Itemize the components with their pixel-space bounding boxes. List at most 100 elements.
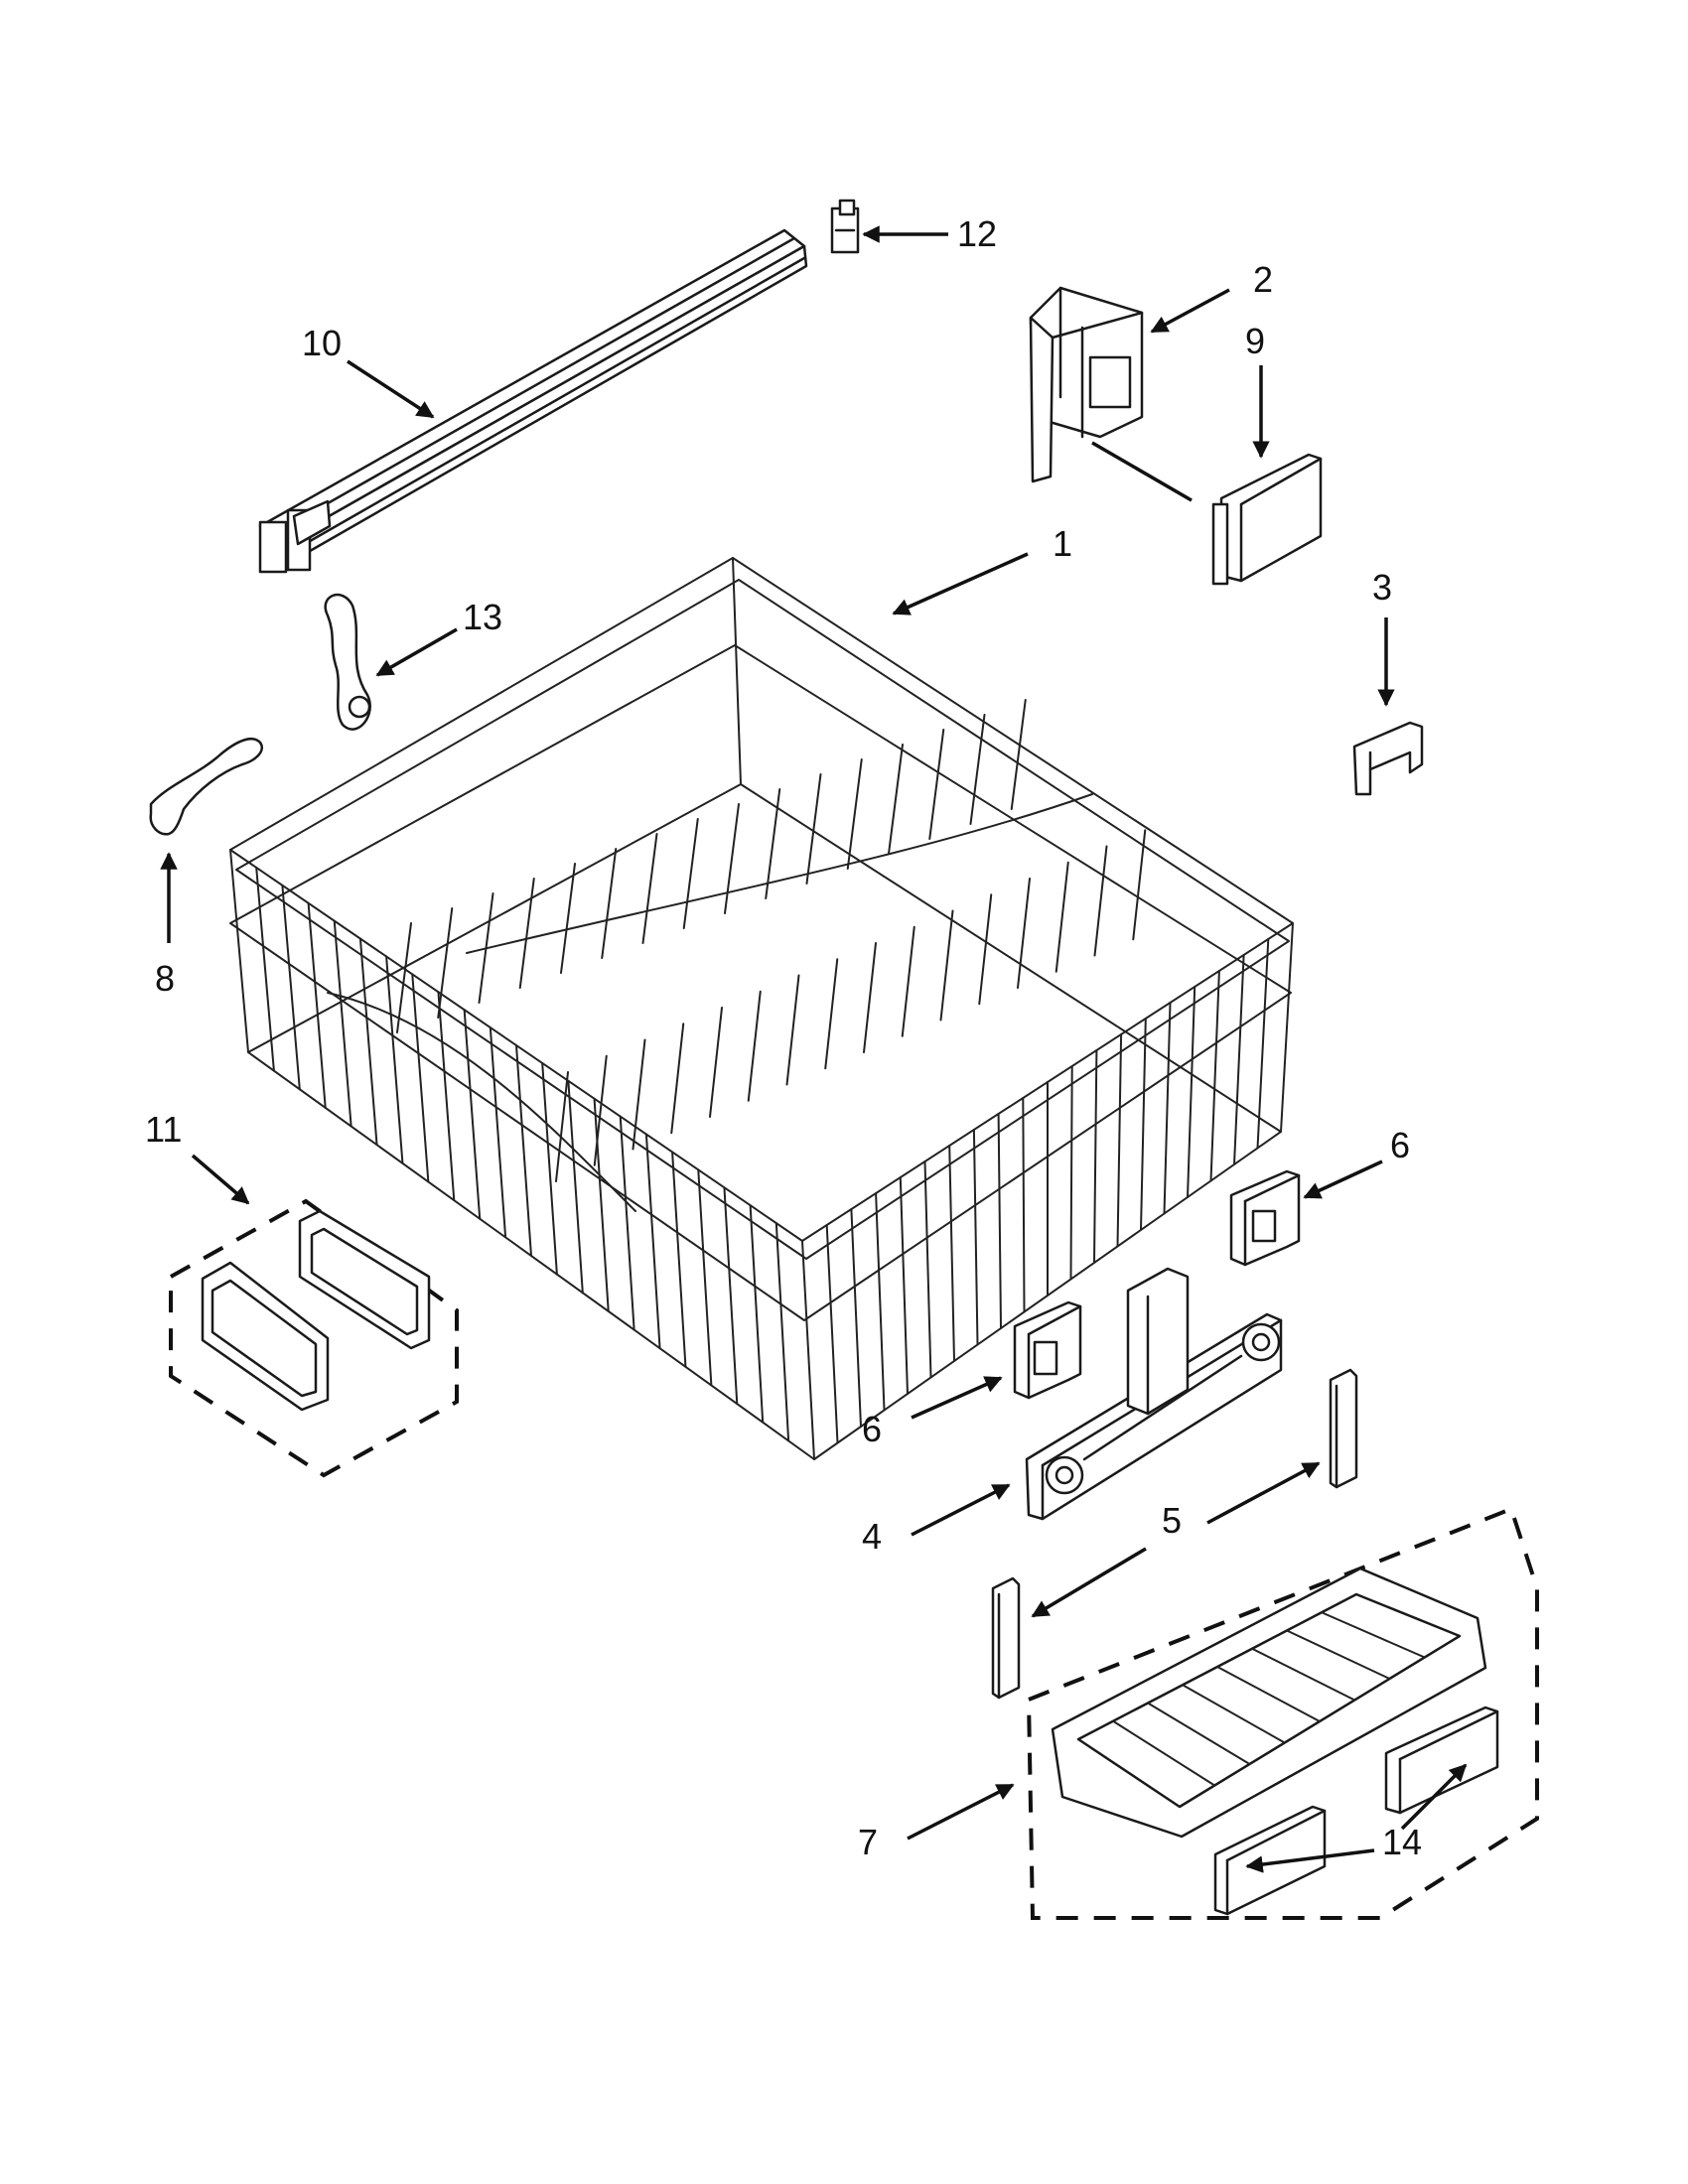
- shelf-rib: [1147, 1702, 1251, 1765]
- shelf-rib: [1182, 1684, 1286, 1744]
- rack-wire-front: [437, 991, 456, 1202]
- rack-tine: [632, 1038, 646, 1151]
- rack-tine: [1010, 699, 1027, 810]
- part-5-post-left: [991, 1576, 1021, 1700]
- rack-tine: [846, 758, 863, 870]
- callout-labels: 1 2 3 4 5 6 6 7 8 9 10 11 12 13 14: [145, 213, 1422, 1862]
- rack-wire-front: [723, 1186, 739, 1406]
- rack-tine: [939, 909, 954, 1022]
- rack-wire-side: [899, 1176, 909, 1395]
- rack-wire-front: [697, 1168, 713, 1387]
- callout-5: 5: [1162, 1500, 1182, 1541]
- rack-tine: [785, 974, 800, 1086]
- leader-1: [892, 552, 1029, 615]
- part-3-clip: [1352, 721, 1424, 796]
- callout-9: 9: [1245, 321, 1265, 361]
- callout-8: 8: [155, 958, 175, 999]
- part-14-clip-lower: [1213, 1805, 1327, 1916]
- part-13-clip: [324, 594, 371, 731]
- rack-tine: [1055, 861, 1069, 973]
- rack-wire-front: [774, 1222, 790, 1442]
- rack-tine: [724, 803, 740, 914]
- part-9-adjuster-cover: [1211, 453, 1323, 586]
- rack-tine: [978, 893, 993, 1006]
- part-8-arm: [149, 738, 263, 836]
- shelf-rib: [1216, 1666, 1321, 1722]
- rack-wire-side: [948, 1145, 955, 1362]
- rack-wire-side: [1140, 1018, 1147, 1231]
- rack-wire-side: [1163, 1002, 1172, 1215]
- shelf-rib: [1286, 1629, 1391, 1680]
- rack-wire-front: [671, 1151, 687, 1368]
- rack-tine: [765, 788, 781, 899]
- rack-wire-front: [307, 901, 327, 1109]
- callout-6a: 6: [1390, 1125, 1410, 1165]
- leader-5a: [1206, 1461, 1321, 1525]
- callout-2: 2: [1253, 259, 1273, 300]
- callout-1: 1: [1053, 523, 1072, 564]
- rack-wire-front: [567, 1079, 584, 1295]
- part-2-adjuster-housing: [1029, 286, 1144, 483]
- rack-wire-front: [749, 1204, 765, 1424]
- callout-4: 4: [862, 1516, 882, 1557]
- part-4-adjuster-track: [1025, 1267, 1283, 1521]
- rack-tine: [747, 990, 762, 1102]
- rack-tine: [1093, 845, 1108, 957]
- rack-wire-side: [850, 1208, 862, 1428]
- part-6-clip-upper: [1229, 1169, 1301, 1267]
- rack-wire-front: [411, 973, 430, 1183]
- leader-13: [375, 627, 458, 677]
- rack-wire-side: [1022, 1097, 1026, 1313]
- leader-10: [347, 359, 435, 419]
- leader-5b: [1031, 1547, 1147, 1618]
- callout-7: 7: [858, 1822, 878, 1862]
- leader-9-b: [1091, 441, 1193, 502]
- rack-tine: [593, 1054, 608, 1166]
- leader-7: [907, 1783, 1015, 1841]
- rack-tine: [1017, 878, 1031, 989]
- rack-wire-side: [1256, 938, 1270, 1150]
- shelf-rib: [1251, 1647, 1356, 1702]
- rack-wire-side: [1209, 970, 1220, 1182]
- rack-tine: [670, 1023, 685, 1135]
- callout-12: 12: [957, 213, 997, 254]
- rack-tine: [518, 878, 535, 989]
- rack-wire-side: [1233, 954, 1245, 1165]
- leader-14b: [1245, 1848, 1375, 1873]
- leader-6a: [1303, 1160, 1383, 1199]
- rack-wire-side: [1116, 1033, 1123, 1248]
- rack-wire-side: [1093, 1049, 1098, 1264]
- part-11-kit: [169, 1198, 459, 1478]
- leader-14a: [1400, 1763, 1468, 1831]
- part-7-kit: [1026, 1506, 1539, 1920]
- callout-3: 3: [1372, 567, 1392, 608]
- leader-6b: [911, 1376, 1003, 1420]
- part-5-post-right: [1329, 1368, 1358, 1489]
- part-1-dish-rack: [229, 557, 1294, 1460]
- shelf-rib: [1321, 1611, 1426, 1659]
- rack-wire-front: [489, 1026, 507, 1239]
- rack-wire-front: [358, 937, 378, 1147]
- rack-wire-front: [644, 1133, 661, 1350]
- rack-tine: [824, 958, 839, 1070]
- rack-tine: [682, 818, 699, 929]
- callout-10: 10: [302, 323, 342, 363]
- rack-wire-side: [875, 1192, 886, 1412]
- rack-tine: [888, 744, 904, 855]
- rack-tine: [641, 833, 658, 944]
- rack-wire-front: [281, 884, 301, 1091]
- rack-tine: [555, 1071, 569, 1182]
- rack-tine: [1132, 829, 1147, 941]
- rack-wire-side: [1187, 986, 1196, 1198]
- leader-11: [191, 1154, 250, 1205]
- shelf-rib: [1112, 1719, 1216, 1787]
- leader-4: [911, 1483, 1011, 1537]
- rack-wire-front: [333, 919, 352, 1128]
- rack-tine: [560, 863, 576, 974]
- leader-2: [1150, 288, 1230, 334]
- rack-tine: [601, 848, 618, 959]
- part-10-rack-rail: [258, 228, 808, 574]
- rack-wire-front: [385, 955, 404, 1164]
- callout-14: 14: [1382, 1822, 1422, 1862]
